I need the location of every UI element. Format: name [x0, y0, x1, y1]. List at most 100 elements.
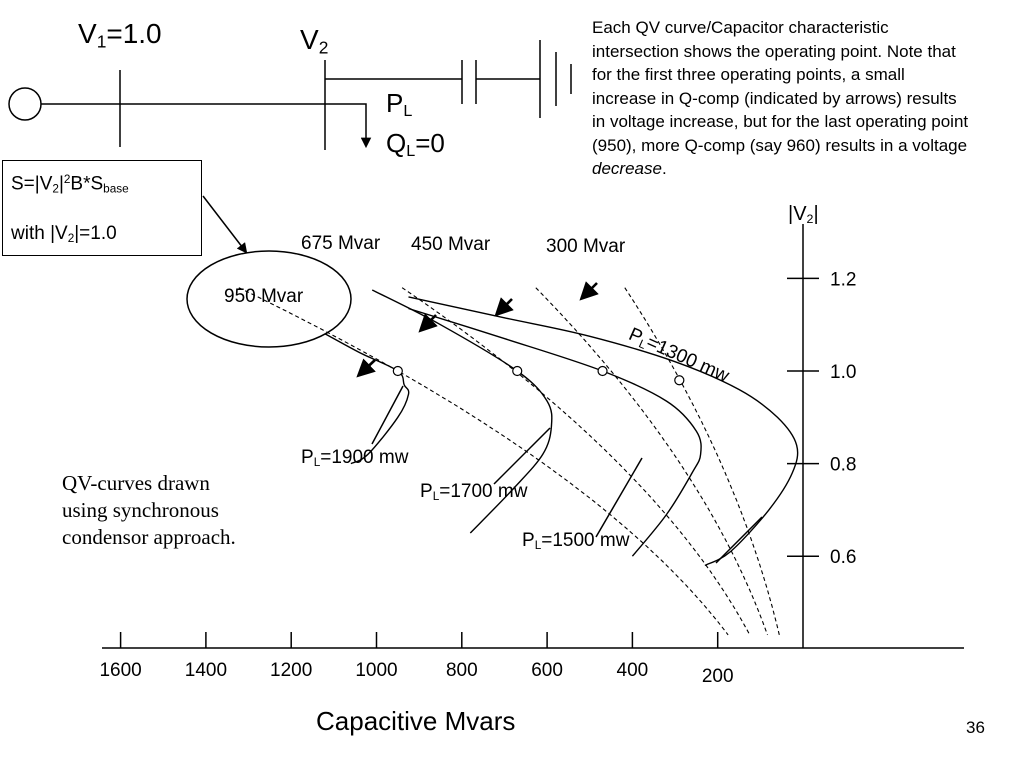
- caption-line-2: using synchronous: [62, 498, 219, 522]
- formula-sub-v: 2: [52, 182, 59, 196]
- leader-1900: [371, 385, 404, 445]
- q-arrow-675: [418, 313, 438, 333]
- capacitor-characteristics: [238, 287, 780, 636]
- formula-with: with |V: [11, 223, 68, 244]
- generator-symbol: [8, 87, 42, 121]
- capacitor-line: [535, 287, 769, 636]
- v1-value: =1.0: [106, 18, 162, 49]
- formula-sub-base: base: [103, 182, 129, 196]
- y-axis-title: |V2|: [788, 203, 819, 226]
- qv-curve: [408, 296, 799, 567]
- x-tick-label: 1600: [99, 660, 141, 681]
- cap-label-675: 675 Mvar: [301, 233, 381, 254]
- y-tick-label: 1.2: [830, 269, 856, 290]
- curve-label-1500: PL=1500 mw: [522, 530, 629, 552]
- operating-point: [674, 375, 685, 386]
- capacitor-line: [401, 287, 751, 636]
- formula-line-2: with |V2|=1.0: [11, 223, 117, 245]
- formula-sub-v2: 2: [67, 231, 75, 245]
- formula-bs: B*S: [70, 173, 104, 195]
- leader-1700: [493, 427, 551, 485]
- cap-label-300: 300 Mvar: [546, 236, 626, 257]
- formula-s: S=|V: [11, 173, 53, 195]
- formula-sup: 2: [63, 173, 71, 186]
- load-arrow: [325, 103, 372, 149]
- note-emphasis: decrease: [592, 159, 662, 178]
- operating-point: [597, 365, 608, 377]
- qv-curve: [408, 307, 702, 557]
- v1-label: V1=1.0: [78, 18, 162, 52]
- formula-line-1: S=|V2|2B*Sbase: [11, 173, 129, 195]
- q-arrow-950: [356, 358, 376, 378]
- label-1700-base: P: [420, 481, 433, 502]
- load-p-label: PL: [386, 88, 412, 121]
- x-tick-label: 600: [531, 660, 563, 681]
- cap-label-450: 450 Mvar: [411, 234, 491, 255]
- operating-points: [392, 365, 685, 386]
- caption-line-3: condensor approach.: [62, 525, 236, 549]
- y-title-base: |V: [788, 203, 807, 225]
- q-arrow-300: [579, 281, 599, 301]
- formula-bar: |: [58, 173, 64, 195]
- label-pointers: [186, 195, 763, 564]
- cap-label-950: 950 Mvar: [224, 286, 304, 307]
- label-1500-base: P: [522, 530, 535, 551]
- label-1500-sub: L: [534, 538, 542, 552]
- note-end: .: [661, 159, 667, 178]
- qv-chart: 1600 1400 1200 1000 800 600 400 200 1.2 1.0 0.8 0.…: [99, 195, 964, 687]
- label-1900-base: P: [301, 447, 314, 468]
- ellipse-950-highlight: [186, 250, 352, 348]
- caption-line-1: QV-curves drawn: [62, 471, 210, 495]
- label-1500-value: =1500 mw: [541, 530, 630, 551]
- formula-pointer-arrow: [202, 195, 248, 254]
- x-ticks: 1600 1400 1200 1000 800 600 400 200: [99, 632, 734, 687]
- q-arrow-450: [494, 297, 514, 317]
- load-p-sub: L: [403, 102, 413, 121]
- operating-point: [512, 365, 523, 377]
- capacitor-line: [624, 287, 780, 636]
- v1-sub: 1: [96, 31, 107, 52]
- qv-curve: [371, 289, 553, 534]
- x-tick-label: 800: [446, 660, 478, 681]
- x-tick-label: 200: [702, 666, 734, 687]
- load-q-label: QL=0: [386, 128, 445, 161]
- capacitor-line: [238, 287, 729, 636]
- note-text: Each QV curve/Capacitor characteristic i…: [592, 18, 969, 155]
- load-q-sub: L: [406, 142, 416, 161]
- v2-base: V: [300, 24, 319, 55]
- x-tick-label: 1200: [270, 660, 312, 681]
- one-line-diagram: [8, 40, 572, 150]
- leader-1300: [715, 516, 763, 564]
- caption: QV-curves drawn using synchronous conden…: [62, 470, 236, 551]
- load-q-base: Q: [386, 128, 407, 158]
- q-increase-arrows: [356, 281, 599, 378]
- y-tick-label: 0.6: [830, 547, 856, 568]
- label-1900-value: =1900 mw: [320, 447, 409, 468]
- x-tick-label: 1400: [185, 660, 227, 681]
- y-title-rest: |: [813, 203, 819, 225]
- page-number: 36: [966, 718, 985, 737]
- v1-base: V: [78, 18, 97, 49]
- y-tick-label: 1.0: [830, 362, 856, 383]
- v2-sub: 2: [318, 37, 329, 58]
- formula-v-value: |=1.0: [74, 223, 117, 244]
- x-tick-label: 400: [617, 660, 649, 681]
- x-axis-title: Capacitive Mvars: [316, 706, 516, 736]
- explanation-note: Each QV curve/Capacitor characteristic i…: [592, 16, 972, 181]
- y-title-sub: 2: [806, 212, 814, 227]
- formula-box: S=|V2|2B*Sbase with |V2|=1.0: [2, 160, 202, 256]
- qv-curves: [324, 289, 799, 567]
- leader-1500: [595, 457, 643, 538]
- label-1900-sub: L: [313, 455, 321, 469]
- curve-label-1700: PL=1700 mw: [420, 481, 527, 503]
- qv-curve: [324, 333, 410, 465]
- y-ticks: 1.2 1.0 0.8 0.6: [787, 269, 856, 568]
- v2-label: V2: [300, 24, 328, 58]
- y-tick-label: 0.8: [830, 455, 856, 476]
- label-1700-value: =1700 mw: [439, 481, 528, 502]
- load-q-value: =0: [415, 128, 445, 158]
- load-p-base: P: [386, 88, 404, 118]
- label-1700-sub: L: [432, 489, 440, 503]
- x-tick-label: 1000: [355, 660, 397, 681]
